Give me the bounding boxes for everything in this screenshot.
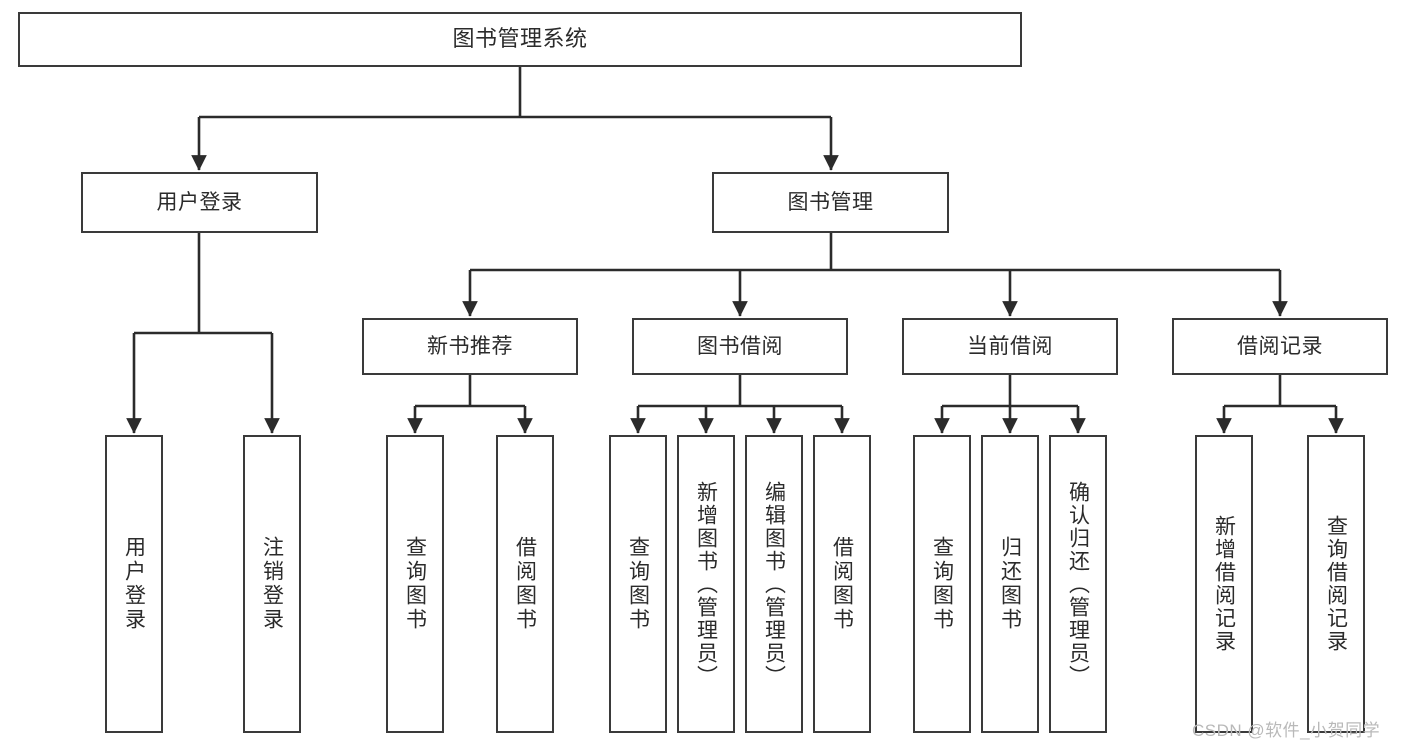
node-leaf-user-login-label: 用户登录 <box>122 536 146 632</box>
node-leaf-add-record-label: 新增借阅记录 <box>1212 515 1236 653</box>
node-leaf-add-book[interactable]: 新增图书（管理员） <box>677 435 735 733</box>
node-current-borrow-label: 当前借阅 <box>967 334 1053 358</box>
node-leaf-add-record[interactable]: 新增借阅记录 <box>1195 435 1253 733</box>
node-leaf-borrow-book-1[interactable]: 借阅图书 <box>496 435 554 733</box>
node-leaf-borrow-book-1-label: 借阅图书 <box>513 536 537 632</box>
node-leaf-borrow-book-2[interactable]: 借阅图书 <box>813 435 871 733</box>
node-leaf-query-book-1[interactable]: 查询图书 <box>386 435 444 733</box>
node-borrow-record-label: 借阅记录 <box>1237 334 1323 358</box>
node-book-manage[interactable]: 图书管理 <box>712 172 949 233</box>
node-leaf-query-record[interactable]: 查询借阅记录 <box>1307 435 1365 733</box>
node-leaf-return-book[interactable]: 归还图书 <box>981 435 1039 733</box>
node-user-login[interactable]: 用户登录 <box>81 172 318 233</box>
node-leaf-logout[interactable]: 注销登录 <box>243 435 301 733</box>
node-leaf-return-book-label: 归还图书 <box>998 536 1022 632</box>
node-new-book-recommend-label: 新书推荐 <box>427 334 513 358</box>
csdn-watermark: CSDN @软件_小贺同学 <box>1192 721 1381 740</box>
node-leaf-borrow-book-2-label: 借阅图书 <box>830 536 854 632</box>
node-root-label: 图书管理系统 <box>452 26 588 52</box>
node-leaf-query-book-2-label: 查询图书 <box>626 536 650 632</box>
node-leaf-query-book-3-label: 查询图书 <box>930 536 954 632</box>
node-book-borrow-label: 图书借阅 <box>697 334 783 358</box>
node-borrow-record[interactable]: 借阅记录 <box>1172 318 1388 375</box>
node-book-borrow[interactable]: 图书借阅 <box>632 318 848 375</box>
node-leaf-logout-label: 注销登录 <box>260 536 284 632</box>
node-leaf-query-record-label: 查询借阅记录 <box>1324 515 1348 653</box>
node-leaf-user-login[interactable]: 用户登录 <box>105 435 163 733</box>
node-leaf-add-book-label: 新增图书（管理员） <box>694 480 718 688</box>
node-current-borrow[interactable]: 当前借阅 <box>902 318 1118 375</box>
node-root[interactable]: 图书管理系统 <box>18 12 1022 67</box>
node-leaf-query-book-1-label: 查询图书 <box>403 536 427 632</box>
node-leaf-query-book-3[interactable]: 查询图书 <box>913 435 971 733</box>
node-leaf-edit-book-label: 编辑图书（管理员） <box>762 480 786 688</box>
node-leaf-confirm-return[interactable]: 确认归还（管理员） <box>1049 435 1107 733</box>
node-leaf-query-book-2[interactable]: 查询图书 <box>609 435 667 733</box>
node-book-manage-label: 图书管理 <box>787 190 874 214</box>
node-leaf-edit-book[interactable]: 编辑图书（管理员） <box>745 435 803 733</box>
node-leaf-confirm-return-label: 确认归还（管理员） <box>1066 480 1090 688</box>
node-new-book-recommend[interactable]: 新书推荐 <box>362 318 578 375</box>
node-user-login-label: 用户登录 <box>156 190 243 214</box>
